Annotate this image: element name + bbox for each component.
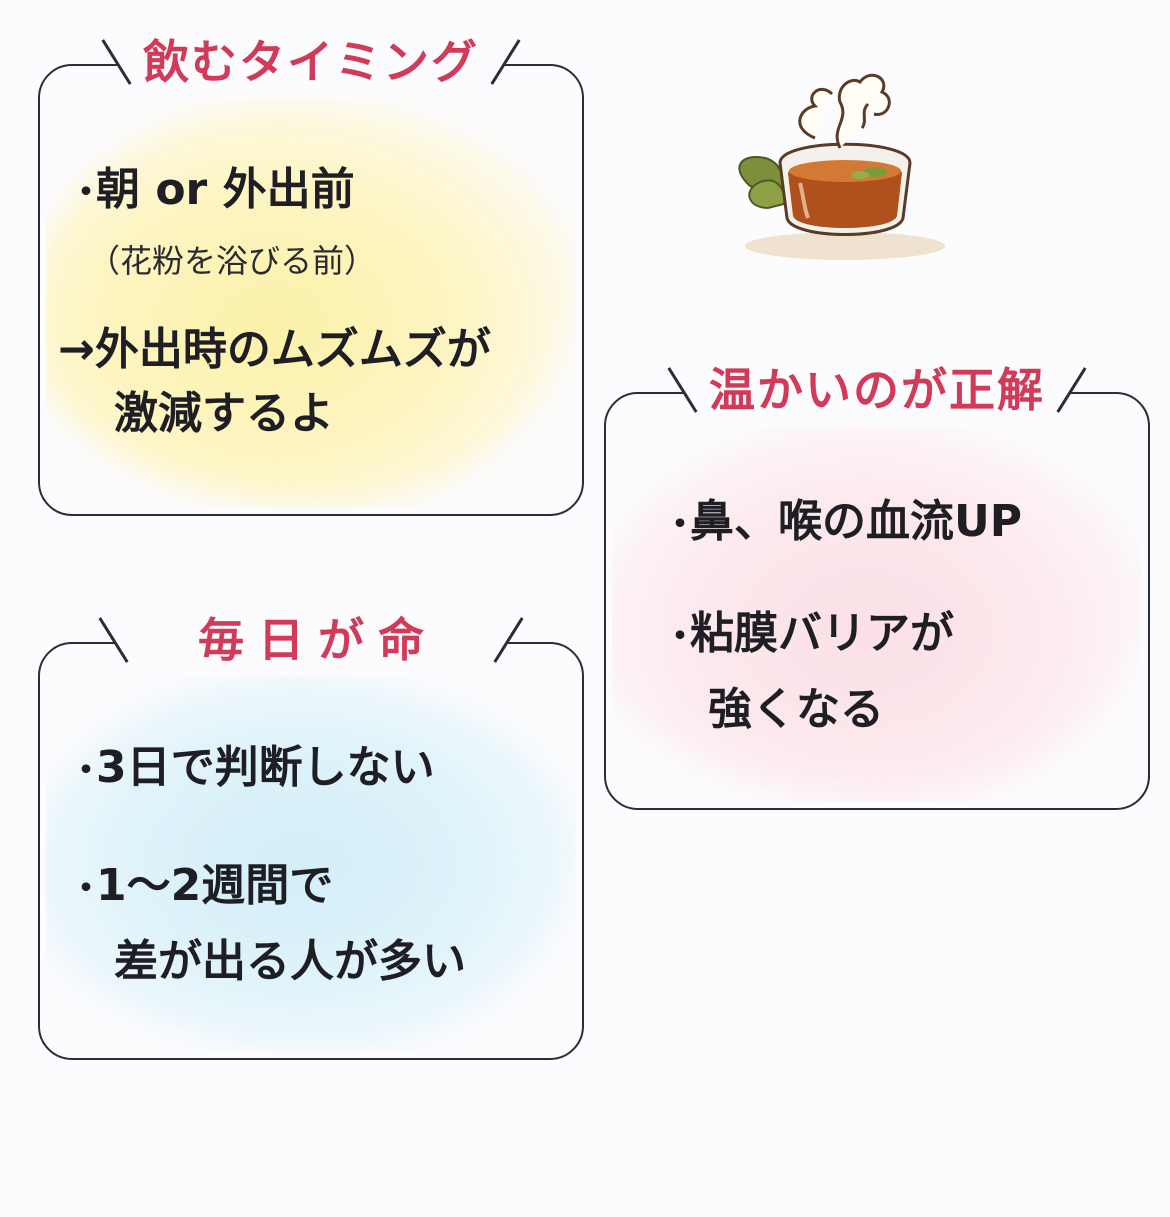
bullet: ・ — [68, 750, 105, 791]
bullet: ・ — [662, 504, 699, 545]
bullet: ・ — [68, 172, 105, 213]
warm-title: 温かいのが正解 — [683, 354, 1071, 426]
daily-heading: 毎日が命 — [40, 604, 582, 676]
yellow-watercolor-background — [46, 72, 576, 508]
timing-heading: 飲むタイミング — [40, 26, 582, 98]
bullet: ・ — [662, 616, 699, 657]
daily-card: 毎日が命 ・3日で判断しない ・1〜2週間で 差が出る人が多い — [38, 604, 584, 1060]
daily-line-2-cont: 差が出る人が多い — [114, 936, 466, 987]
timing-title: 飲むタイミング — [117, 26, 505, 98]
warm-line-2-cont: 強くなる — [708, 684, 884, 735]
warm-line-1: 鼻、喉の血流UP — [690, 496, 1022, 547]
bullet: ・ — [68, 868, 105, 909]
warm-card: 温かいのが正解 ・鼻、喉の血流UP ・粘膜バリアが 強くなる — [604, 354, 1150, 810]
timing-result-line-1: →外出時のムズムズが — [58, 324, 491, 375]
daily-title: 毎日が命 — [114, 604, 508, 676]
daily-line-1: 3日で判断しない — [96, 742, 435, 793]
warm-line-2: 粘膜バリアが — [690, 608, 954, 659]
warm-heading: 温かいのが正解 — [606, 354, 1148, 426]
timing-line-1: 朝 or 外出前 — [96, 164, 355, 215]
herbal-tea-cup-icon — [720, 58, 970, 268]
timing-note: （花粉を浴びる前） — [88, 242, 377, 280]
timing-result-line-2: 激減するよ — [114, 388, 334, 439]
daily-line-2: 1〜2週間で — [96, 860, 334, 911]
blue-watercolor-background — [46, 650, 576, 1052]
pink-watercolor-background — [612, 400, 1142, 802]
timing-card: 飲むタイミング ・朝 or 外出前 （花粉を浴びる前） →外出時のムズムズが 激… — [38, 26, 584, 516]
